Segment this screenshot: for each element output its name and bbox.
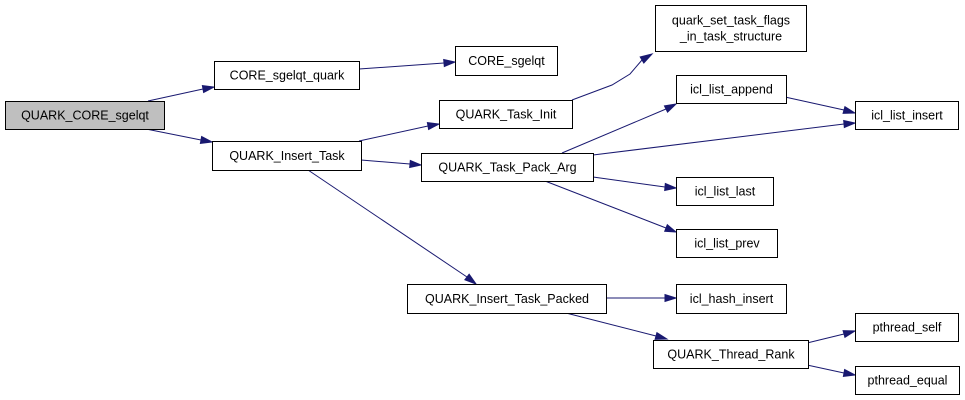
edge-line	[147, 88, 204, 102]
edge-quark-task-init-to-quark-set-task-flags	[571, 53, 654, 101]
node-pthread-equal[interactable]: pthread_equal	[855, 366, 960, 395]
edge-quark-task-pack-arg-to-icl-list-prev	[544, 180, 678, 233]
edge-line	[571, 59, 643, 101]
node-quark-thread-rank[interactable]: QUARK_Thread_Rank	[653, 340, 809, 369]
node-label: QUARK_Task_Init	[456, 108, 557, 122]
edge-quark-thread-rank-to-pthread-self	[806, 330, 857, 344]
node-label: QUARK_Task_Pack_Arg	[438, 161, 576, 175]
edge-line	[358, 62, 445, 70]
node-quark-task-pack-arg[interactable]: QUARK_Task_Pack_Arg	[421, 153, 594, 182]
node-box[interactable]	[421, 153, 594, 182]
node-icl-list-prev[interactable]: icl_list_prev	[676, 229, 778, 258]
node-box[interactable]	[212, 141, 362, 171]
node-core-sgelqt-quark[interactable]: CORE_sgelqt_quark	[214, 61, 360, 90]
node-box[interactable]	[655, 5, 807, 52]
arrowhead	[842, 330, 857, 339]
node-label: QUARK_CORE_sgelqt	[21, 109, 149, 123]
edge-line	[561, 108, 667, 154]
node-label: icl_list_last	[695, 185, 756, 199]
node-quark-insert-task-packed[interactable]: QUARK_Insert_Task_Packed	[407, 284, 607, 314]
node-icl-list-last[interactable]: icl_list_last	[676, 177, 774, 206]
node-label: QUARK_Insert_Task	[229, 149, 345, 163]
edge-core-sgelqt-quark-to-core-sgelqt	[358, 58, 457, 70]
node-box[interactable]	[455, 46, 558, 76]
node-label: icl_list_append	[690, 83, 773, 97]
arrowhead	[443, 58, 457, 68]
node-box[interactable]	[855, 366, 960, 395]
arrowhead	[663, 103, 678, 113]
node-label: _in_task_structure	[679, 30, 782, 44]
node-box[interactable]	[855, 313, 959, 342]
node-label: icl_list_insert	[871, 109, 943, 123]
edge-quark-task-pack-arg-to-icl-list-last	[592, 176, 678, 192]
arrowhead	[201, 84, 216, 94]
node-quark-task-init[interactable]: QUARK_Task_Init	[439, 100, 573, 129]
node-box[interactable]	[214, 61, 360, 90]
edge-line	[592, 176, 666, 188]
edges-layer	[145, 53, 857, 378]
edge-line	[565, 312, 657, 337]
node-box[interactable]	[676, 75, 787, 104]
node-label: CORE_sgelqt_quark	[230, 69, 345, 83]
node-label: pthread_self	[873, 321, 942, 335]
arrowhead	[663, 223, 678, 233]
node-label: icl_list_prev	[694, 237, 760, 251]
edge-icl-list-append-to-icl-list-insert	[784, 96, 857, 114]
node-label: QUARK_Thread_Rank	[667, 348, 795, 362]
node-box[interactable]	[5, 101, 165, 130]
edge-line	[360, 159, 411, 165]
node-box[interactable]	[855, 101, 959, 130]
arrowhead	[664, 293, 678, 303]
node-box[interactable]	[676, 284, 787, 314]
nodes-layer: QUARK_CORE_sgelqt CORE_sgelqt_quark CORE_s…	[5, 5, 960, 395]
edge-quark-task-pack-arg-to-icl-list-insert	[592, 119, 857, 156]
arrowhead	[426, 121, 441, 131]
arrowhead	[654, 331, 669, 340]
node-quark-core-sgelqt[interactable]: QUARK_CORE_sgelqt	[5, 101, 165, 130]
node-box[interactable]	[676, 229, 778, 258]
arrowhead	[842, 368, 857, 378]
arrowhead	[464, 273, 478, 286]
node-quark-set-task-flags[interactable]: quark_set_task_flags _in_task_structure	[655, 5, 807, 52]
edge-line	[544, 180, 667, 229]
node-box[interactable]	[439, 100, 573, 129]
arrowhead	[409, 159, 423, 169]
node-box[interactable]	[407, 284, 607, 314]
edge-line	[784, 96, 845, 111]
node-box[interactable]	[676, 177, 774, 206]
edge-line	[592, 123, 845, 156]
edge-quark-insert-task-packed-to-quark-thread-rank	[565, 312, 669, 340]
edge-quark-task-pack-arg-to-icl-list-append	[561, 103, 678, 154]
edge-quark-core-sgelqt-to-quark-insert-task	[145, 128, 214, 145]
arrowhead	[843, 119, 857, 129]
arrowhead	[842, 105, 857, 114]
node-icl-hash-insert[interactable]: icl_hash_insert	[676, 284, 787, 314]
node-label: pthread_equal	[868, 374, 948, 388]
node-box[interactable]	[653, 340, 809, 369]
arrowhead	[639, 53, 654, 64]
node-icl-list-insert[interactable]: icl_list_insert	[855, 101, 959, 130]
edge-line	[145, 128, 202, 141]
edge-line	[307, 169, 468, 278]
arrowhead	[664, 182, 678, 192]
edge-quark-thread-rank-to-pthread-equal	[806, 364, 857, 378]
node-quark-insert-task[interactable]: QUARK_Insert_Task	[212, 141, 362, 171]
edge-line	[358, 125, 429, 142]
edge-quark-insert-task-packed-to-icl-hash-insert	[606, 293, 678, 303]
node-label: icl_hash_insert	[690, 292, 774, 306]
arrowhead	[199, 135, 214, 145]
node-core-sgelqt[interactable]: CORE_sgelqt	[455, 46, 558, 76]
edge-line	[806, 364, 845, 374]
node-icl-list-append[interactable]: icl_list_append	[676, 75, 787, 104]
edge-quark-insert-task-to-quark-task-pack-arg	[360, 159, 423, 169]
edge-line	[806, 333, 845, 344]
node-label: CORE_sgelqt	[468, 54, 545, 68]
node-pthread-self[interactable]: pthread_self	[855, 313, 959, 342]
edge-quark-insert-task-to-quark-insert-task-packed	[307, 169, 478, 286]
node-label: QUARK_Insert_Task_Packed	[425, 292, 589, 306]
edge-quark-insert-task-to-quark-task-init	[358, 121, 441, 142]
node-label: quark_set_task_flags	[672, 14, 790, 28]
edge-quark-core-sgelqt-to-core-sgelqt-quark	[147, 84, 216, 102]
